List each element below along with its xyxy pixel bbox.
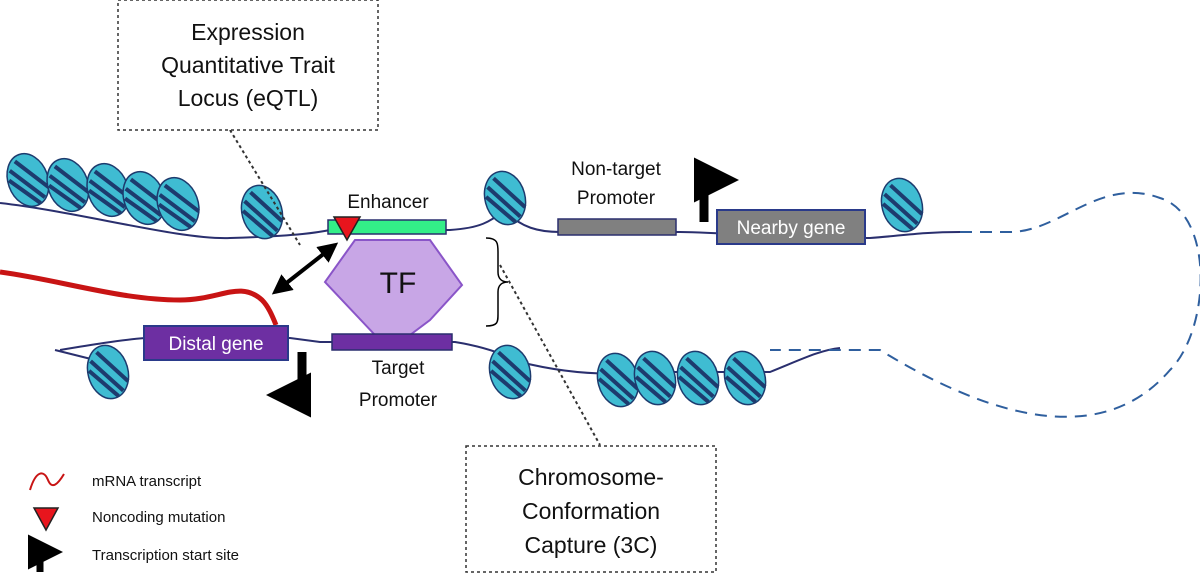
transcription-start-site-icon xyxy=(266,352,311,418)
transcription-start-site-icon xyxy=(694,157,739,222)
nucleosome-icon xyxy=(488,344,532,400)
capture-callout-connector xyxy=(499,264,601,446)
dna-loop-dashed xyxy=(770,191,1200,418)
nucleosome-icon xyxy=(723,350,767,406)
capture-callout-line3: Capture (3C) xyxy=(525,532,658,558)
target-promoter-region xyxy=(331,333,453,351)
non-target-promoter-label-line2: Promoter xyxy=(577,188,656,209)
target-promoter-label-line2: Promoter xyxy=(359,390,438,411)
eqtl-callout-line2: Quantitative Trait xyxy=(161,52,335,78)
legend-label-mrna: mRNA transcript xyxy=(92,473,202,490)
nucleosome-icon xyxy=(46,157,90,213)
transcription-start-site-icon xyxy=(28,534,63,572)
mrna-transcript-icon xyxy=(29,472,65,491)
nucleosome-icon xyxy=(676,350,720,406)
nucleosome-icon xyxy=(880,177,924,233)
nucleosome-icon xyxy=(633,350,677,406)
eqtl-callout-line1: Expression xyxy=(191,19,305,45)
distal-gene-label: Distal gene xyxy=(168,334,263,355)
nucleosome-cluster-lower xyxy=(86,344,767,408)
transcription-factor-shape xyxy=(323,239,464,336)
nearby-gene-box xyxy=(716,209,866,245)
noncoding-mutation-icon xyxy=(32,507,60,532)
noncoding-mutation-icon xyxy=(332,216,362,242)
capture-callout-line2: Conformation xyxy=(522,498,660,524)
eqtl-callout-connector xyxy=(229,129,301,246)
nucleosome-icon xyxy=(156,176,200,232)
nearby-gene-label: Nearby gene xyxy=(737,218,846,239)
nucleosome-icon xyxy=(86,162,130,218)
nucleosome-icon xyxy=(596,352,640,408)
non-target-promoter-region xyxy=(557,218,677,236)
eqtl-callout-line3: Locus (eQTL) xyxy=(178,85,319,111)
eqtl-callout-box xyxy=(117,0,379,131)
nucleosome-icon xyxy=(483,170,527,226)
mrna-transcript xyxy=(0,269,279,326)
nucleosome-icon xyxy=(6,152,50,208)
legend-label-tss: Transcription start site xyxy=(92,547,239,564)
nucleosome-cluster-upper xyxy=(6,152,924,240)
tf-label: TF xyxy=(380,267,417,300)
non-target-promoter-label-line1: Non-target xyxy=(571,159,661,180)
nucleosome-icon xyxy=(86,344,130,400)
target-promoter-label-line1: Target xyxy=(372,358,426,379)
enhancer-label: Enhancer xyxy=(347,192,429,213)
legend-label-mutation: Noncoding mutation xyxy=(92,509,225,526)
enhancer-promoter-interaction-arrow xyxy=(271,242,339,295)
enhancer-region xyxy=(327,219,447,235)
capture-callout-box xyxy=(465,445,717,573)
capture-callout-line1: Chromosome- xyxy=(518,464,664,490)
distal-gene-box xyxy=(143,325,289,361)
legend: mRNA transcript Noncoding mutation Trans… xyxy=(28,472,239,572)
tf-binding-brace xyxy=(485,237,509,327)
